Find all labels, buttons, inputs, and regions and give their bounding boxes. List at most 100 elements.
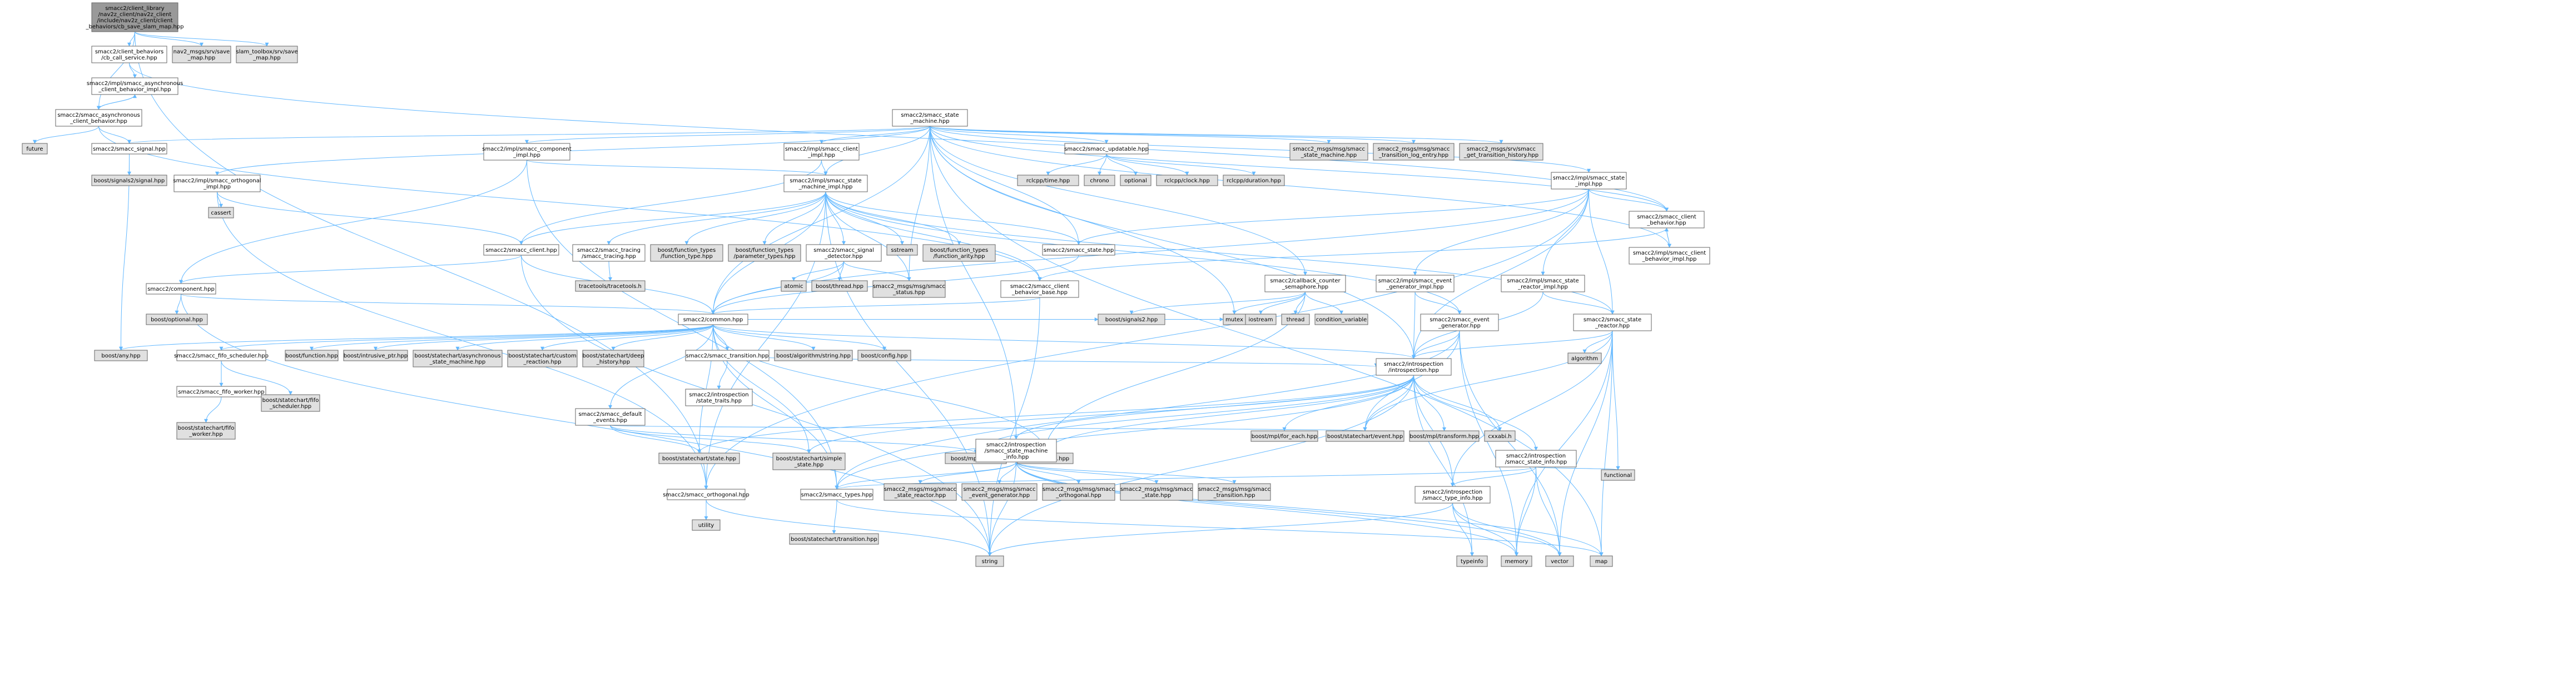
node-mutex[interactable]: mutex (1223, 314, 1246, 325)
node-algo_string[interactable]: boost/algorithm/string.hpp (774, 350, 853, 361)
node-smacc_transition[interactable]: smacc2/smacc_transition.hpp (685, 350, 770, 361)
node-label-line: mutex (1225, 317, 1243, 323)
node-signal_detector[interactable]: smacc2/smacc_signal_detector.hpp (806, 244, 882, 262)
node-introspection[interactable]: smacc2/introspection/introspection.hpp (1376, 358, 1452, 376)
node-sstream[interactable]: sstream (886, 244, 918, 256)
node-msg_trans[interactable]: smacc2_msgs/msg/smacc_transition.hpp (1198, 483, 1271, 501)
node-msg_transition_log[interactable]: smacc2_msgs/msg/smacc_transition_log_ent… (1373, 143, 1455, 161)
node-smacc_orthogonal[interactable]: smacc2/smacc_orthogonal.hpp (663, 489, 750, 500)
node-cassert[interactable]: cassert (208, 207, 234, 218)
node-state_info[interactable]: smacc2/introspection/smacc_state_info.hp… (1495, 450, 1577, 468)
node-sc_state[interactable]: boost/statechart/state.hpp (658, 453, 740, 464)
node-future[interactable]: future (22, 143, 48, 155)
node-cxxabi[interactable]: cxxabi.h (1484, 430, 1516, 442)
node-cond_var[interactable]: condition_variable (1314, 314, 1368, 325)
node-rclcpp_clock[interactable]: rclcpp/clock.hpp (1156, 175, 1218, 186)
node-fn_param[interactable]: boost/function_types/parameter_types.hpp (728, 244, 801, 262)
node-nav2_msgs_save[interactable]: nav2_msgs/srv/save_map.hpp (172, 46, 231, 63)
node-callback_counter[interactable]: smacc2/callback_counter_semaphore.hpp (1264, 275, 1346, 292)
node-sc_transition[interactable]: boost/statechart/transition.hpp (789, 533, 879, 545)
node-map[interactable]: map (1590, 555, 1613, 567)
node-atomic[interactable]: atomic (781, 280, 807, 292)
node-utility[interactable]: utility (692, 519, 721, 531)
node-chrono[interactable]: chrono (1084, 175, 1115, 186)
node-optional[interactable]: optional (1120, 175, 1151, 186)
node-async_cb[interactable]: smacc2/smacc_asynchronous_client_behavio… (55, 109, 142, 127)
node-custom_reaction[interactable]: boost/statechart/custom_reaction.hpp (507, 350, 578, 367)
node-ev_gen_impl[interactable]: smacc2/impl/smacc_event_generator_impl.h… (1376, 275, 1455, 292)
node-event_generator[interactable]: smacc2/smacc_event_generator.hpp (1420, 314, 1499, 331)
node-sc_fifo_sched[interactable]: boost/statechart/fifo_scheduler.hpp (261, 394, 320, 412)
node-algorithm[interactable]: algorithm (1567, 352, 1602, 364)
node-msg_eg[interactable]: smacc2_msgs/msg/smacc_event_generator.hp… (961, 483, 1038, 501)
node-component_impl[interactable]: smacc2/impl/smacc_component_impl.hpp (482, 143, 572, 161)
node-memory[interactable]: memory (1501, 555, 1532, 567)
node-boost_signals2_signal[interactable]: boost/signals2/signal.hpp (91, 175, 167, 186)
node-default_events[interactable]: smacc2/smacc_default_events.hpp (575, 408, 646, 426)
node-client_behavior_impl[interactable]: smacc2/impl/smacc_client_behavior_impl.h… (1629, 247, 1710, 265)
node-smacc_client[interactable]: smacc2/smacc_client.hpp (483, 244, 559, 256)
node-fn_arity[interactable]: boost/function_types/function_arity.hpp (922, 244, 996, 262)
node-sm_impl[interactable]: smacc2/impl/smacc_state_machine_impl.hpp (783, 175, 868, 192)
node-root[interactable]: smacc2/client_library/nav2z_client/nav2z… (85, 2, 184, 32)
node-box (285, 350, 339, 361)
node-state_impl[interactable]: smacc2/impl/smacc_state_impl.hpp (1551, 172, 1627, 190)
node-sc_simple_state[interactable]: boost/statechart/simple_state.hpp (772, 453, 846, 470)
node-state_machine[interactable]: smacc2/smacc_state_machine.hpp (892, 109, 968, 127)
node-orthogonal_impl[interactable]: smacc2/impl/smacc_orthogonal_impl.hpp (173, 175, 261, 192)
node-srv_get_transition[interactable]: smacc2_msgs/srv/smacc_get_transition_his… (1459, 143, 1543, 161)
node-vector[interactable]: vector (1545, 555, 1574, 567)
node-sm_info[interactable]: smacc2/introspection/smacc_state_machine… (975, 439, 1057, 463)
node-boost_signals2[interactable]: boost/signals2.hpp (1098, 314, 1165, 325)
node-updatable[interactable]: smacc2/smacc_updatable.hpp (1064, 143, 1149, 155)
node-state_reactor_impl[interactable]: smacc2/impl/smacc_state_reactor_impl.hpp (1501, 275, 1585, 292)
node-msg_orth[interactable]: smacc2_msgs/msg/smacc_orthogonal.hpp (1042, 483, 1115, 501)
node-boost_function[interactable]: boost/function.hpp (285, 350, 339, 361)
node-iostream[interactable]: iostream (1245, 314, 1277, 325)
node-cb_call_service[interactable]: smacc2/client_behaviors/cb_call_service.… (91, 46, 167, 63)
node-msg_sr[interactable]: smacc2_msgs/msg/smacc_state_reactor.hpp (884, 483, 957, 501)
node-boost_optional[interactable]: boost/optional.hpp (146, 314, 208, 325)
node-boost_any[interactable]: boost/any.hpp (94, 350, 148, 361)
node-component[interactable]: smacc2/component.hpp (146, 283, 216, 295)
node-string[interactable]: string (975, 555, 1004, 567)
node-fifo_worker[interactable]: smacc2/smacc_fifo_worker.hpp (176, 386, 266, 397)
node-smacc_state[interactable]: smacc2/smacc_state.hpp (1042, 244, 1115, 256)
node-msg_status[interactable]: smacc2_msgs/msg/smacc_status.hpp (872, 280, 946, 298)
node-box (800, 489, 873, 500)
node-msg_state[interactable]: smacc2_msgs/msg/smacc_state.hpp (1120, 483, 1193, 501)
node-async_cb_impl[interactable]: smacc2/impl/smacc_asynchronous_client_be… (87, 77, 183, 95)
node-smacc_signal[interactable]: smacc2/smacc_signal.hpp (91, 143, 167, 155)
node-sc_fifo_worker[interactable]: boost/statechart/fifo_worker.hpp (176, 422, 236, 440)
node-intrusive_ptr[interactable]: boost/intrusive_ptr.hpp (343, 350, 408, 361)
node-mpl_transform[interactable]: boost/mpl/transform.hpp (1409, 430, 1480, 442)
node-smacc_types[interactable]: smacc2/smacc_types.hpp (800, 489, 873, 500)
node-box (1484, 430, 1516, 442)
node-fn_type[interactable]: boost/function_types/function_type.hpp (650, 244, 723, 262)
node-client_impl[interactable]: smacc2/impl/smacc_client_impl.hpp (783, 143, 860, 161)
node-tracetools[interactable]: tracetools/tracetools.h (575, 280, 646, 292)
node-typeinfo[interactable]: typeinfo (1456, 555, 1488, 567)
node-msg_state_machine[interactable]: smacc2_msgs/msg/smacc_state_machine.hpp (1289, 143, 1368, 161)
node-box (208, 207, 234, 218)
node-boost_thread[interactable]: boost/thread.hpp (811, 280, 868, 292)
node-slam_toolbox_save[interactable]: slam_toolbox/srv/save_map.hpp (236, 46, 298, 63)
node-mpl_for_each[interactable]: boost/mpl/for_each.hpp (1250, 430, 1318, 442)
node-async_sm[interactable]: boost/statechart/asynchronous_state_mach… (413, 350, 503, 367)
node-client_behavior[interactable]: smacc2/smacc_client_behavior.hpp (1629, 211, 1705, 228)
node-deep_history[interactable]: boost/statechart/deep_history.hpp (582, 350, 644, 367)
node-rclcpp_duration[interactable]: rclcpp/duration.hpp (1223, 175, 1285, 186)
node-type_info[interactable]: smacc2/introspection/smacc_type_info.hpp (1414, 486, 1491, 504)
node-box (176, 422, 236, 440)
node-sc_event[interactable]: boost/statechart/event.hpp (1326, 430, 1404, 442)
node-tracing[interactable]: smacc2/smacc_tracing/smacc_tracing.hpp (572, 244, 646, 262)
node-rclcpp_time[interactable]: rclcpp/time.hpp (1017, 175, 1079, 186)
node-common[interactable]: smacc2/common.hpp (678, 314, 748, 325)
node-boost_config[interactable]: boost/config.hpp (857, 350, 911, 361)
node-cb_base[interactable]: smacc2/smacc_client_behavior_base.hpp (1000, 280, 1079, 298)
node-thread[interactable]: thread (1281, 314, 1310, 325)
node-state_traits[interactable]: smacc2/introspection/state_traits.hpp (685, 389, 753, 406)
node-fifo_scheduler[interactable]: smacc2/smacc_fifo_scheduler.hpp (174, 350, 269, 361)
node-state_reactor[interactable]: smacc2/smacc_state_reactor.hpp (1573, 314, 1652, 331)
node-functional[interactable]: functional (1601, 469, 1635, 481)
